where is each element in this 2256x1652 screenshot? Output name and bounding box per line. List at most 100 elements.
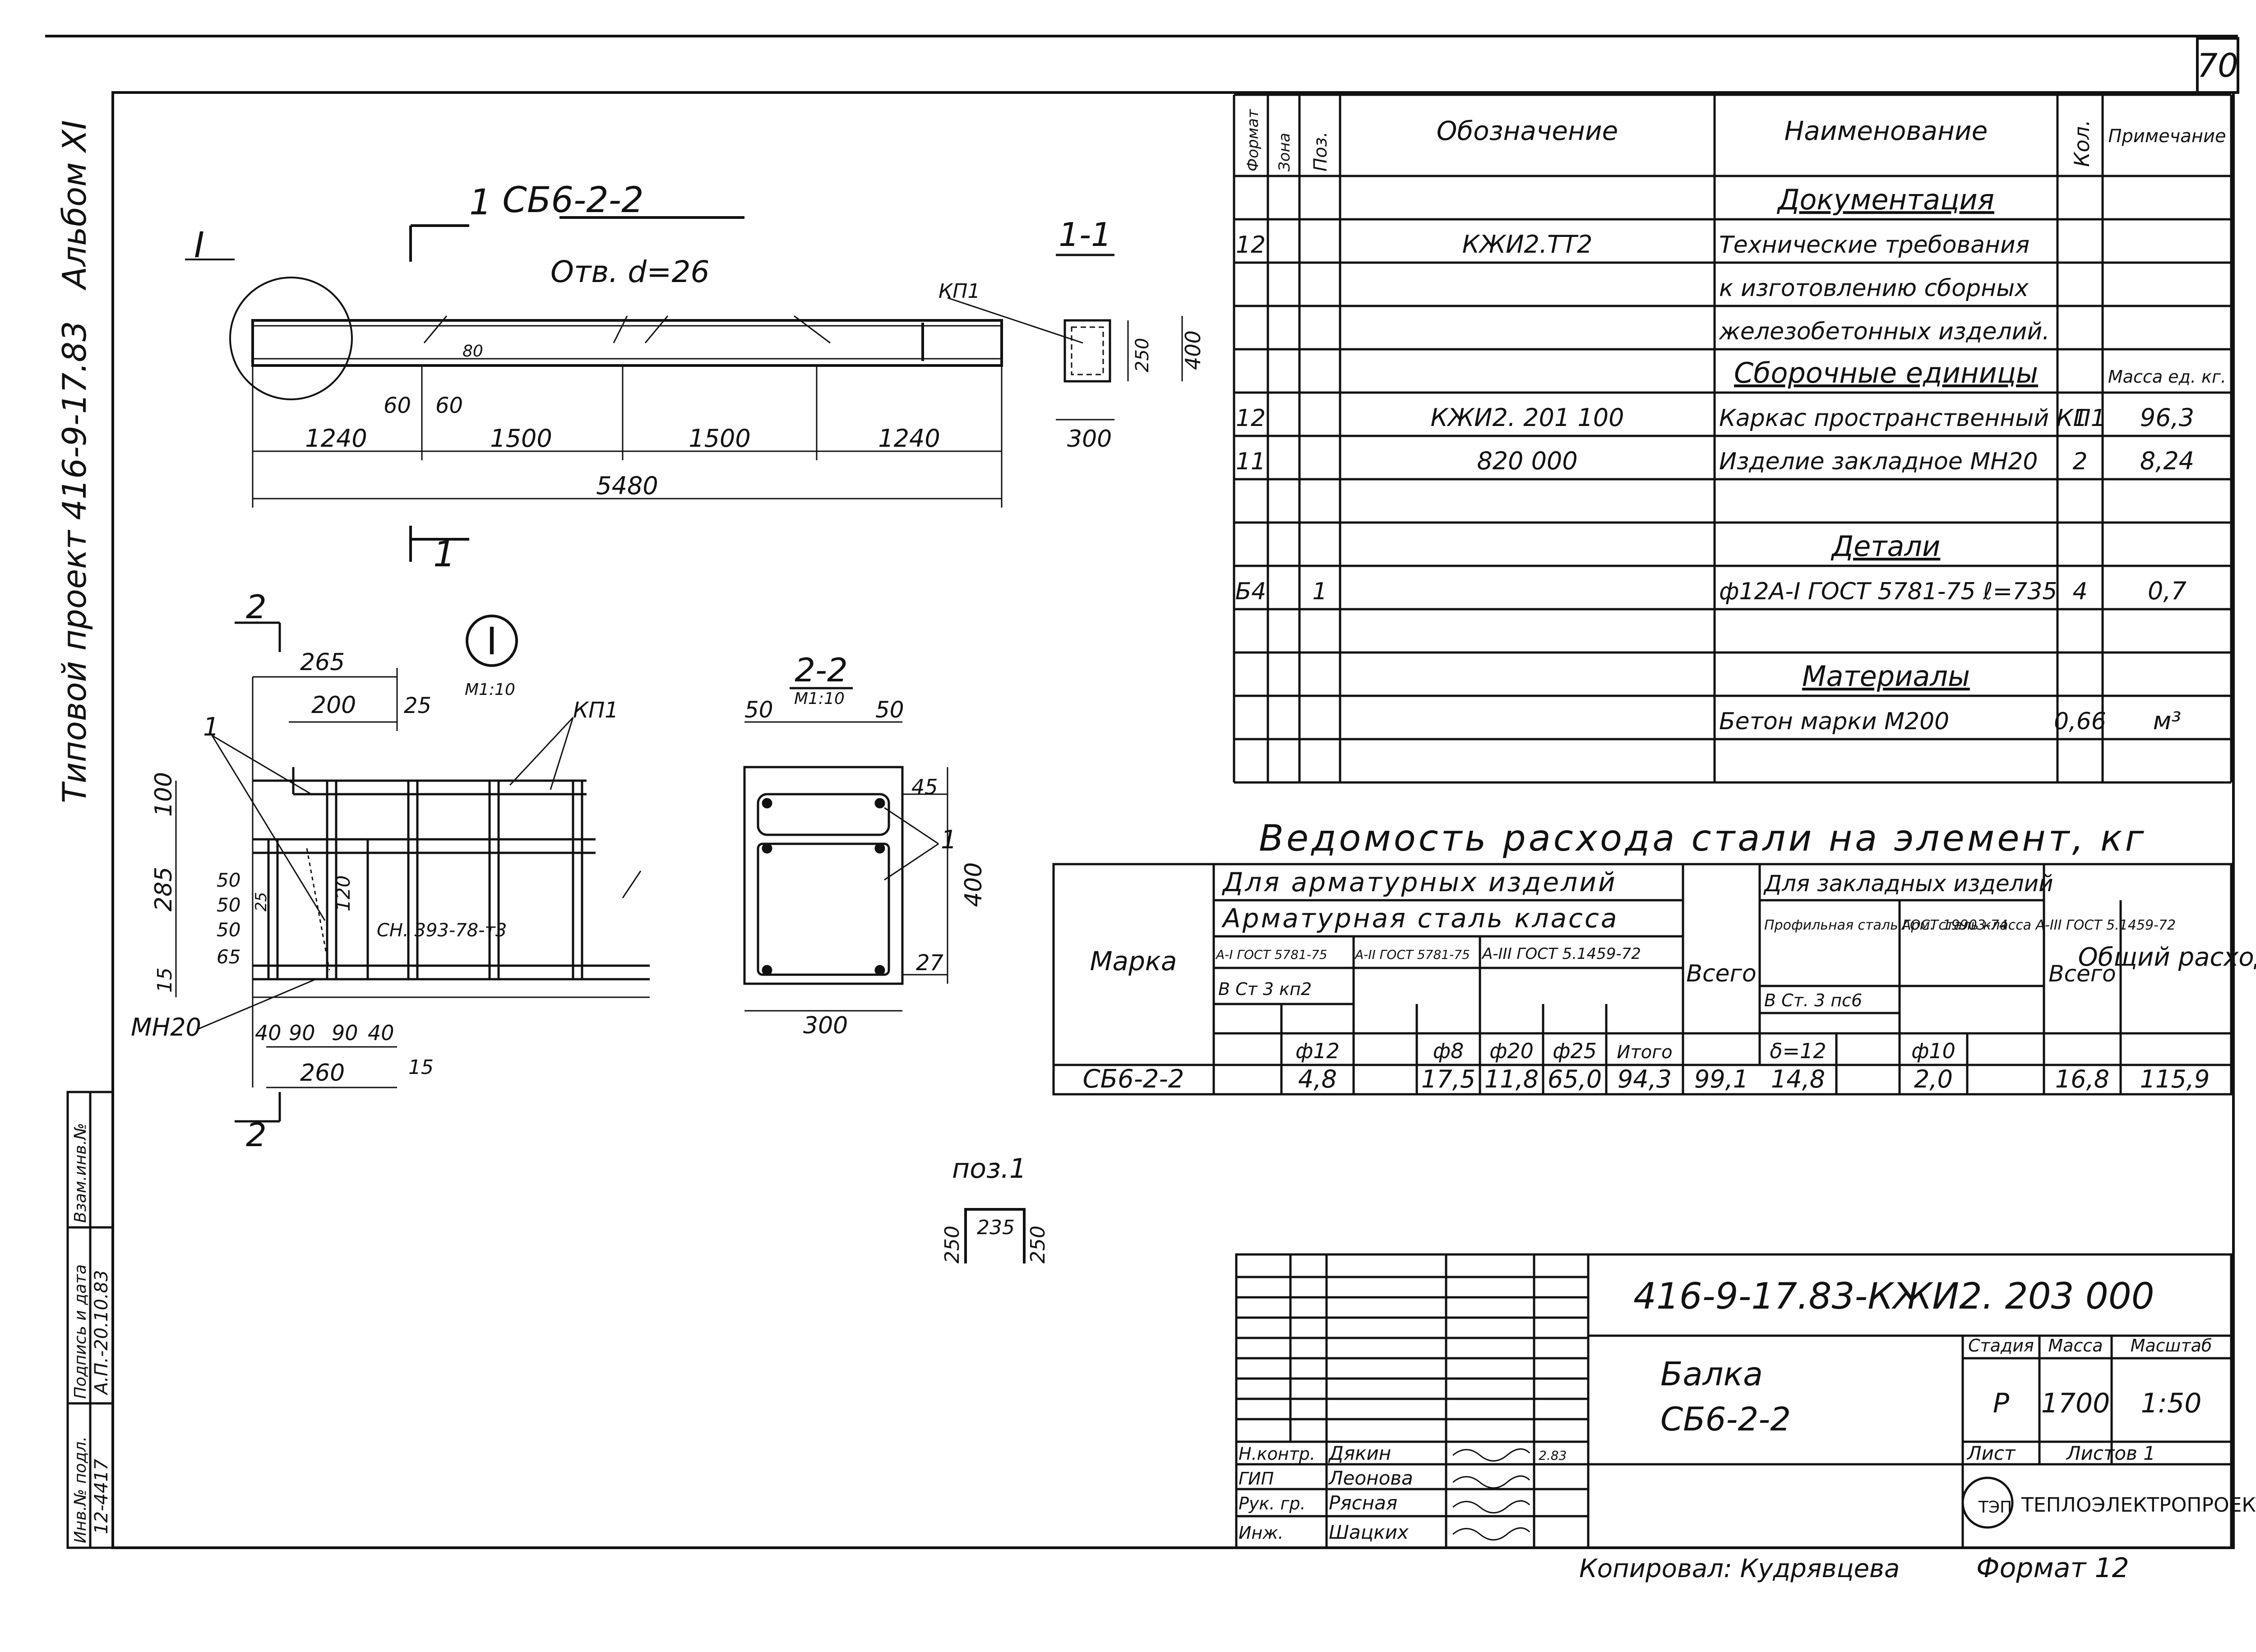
spec-name-0: Документация: [1776, 183, 1994, 216]
dim-1240-b: 1240: [878, 424, 940, 453]
dim-265: 265: [300, 649, 345, 676]
steel-d8: ф8: [1433, 1039, 1464, 1063]
steel-row-a3-20: 11,8: [1484, 1065, 1539, 1093]
spec-code-5: КЖИ2. 201 100: [1431, 403, 1624, 432]
steel-d10: ф10: [1911, 1039, 1956, 1063]
dim-5480: 5480: [596, 472, 658, 500]
pos1-dim-250-b: 250: [1026, 1226, 1049, 1263]
spec-name-4: Сборочные единицы: [1734, 356, 2038, 389]
spec-note-9: 0,7: [2148, 577, 2187, 605]
sec22-dim-45: 45: [911, 775, 938, 799]
spec-qty-5: 1: [2072, 405, 2087, 432]
steel-s12: δ=12: [1770, 1039, 1826, 1063]
steel-total1-h: Всего: [1686, 960, 1756, 987]
dim-65: 65: [217, 946, 240, 968]
mass-value: 1700: [2041, 1388, 2110, 1419]
dim-285: 285: [150, 867, 177, 912]
dim-15-left: 15: [153, 967, 176, 993]
steel-row-a3-8: 17,5: [1421, 1065, 1475, 1093]
spec-name-12: Бетон марки М200: [1719, 708, 1949, 735]
scale-h: Масштаб: [2131, 1336, 2212, 1356]
spec-qty-9: 4: [2072, 578, 2087, 605]
main-frame: [111, 91, 2235, 1549]
steel-d25: ф25: [1553, 1039, 1597, 1063]
person-name-0: Дякин: [1328, 1442, 1391, 1464]
spec-note-12: м³: [2153, 707, 2181, 735]
beam-elevation: СБ6-2-2: [185, 180, 1083, 575]
spec-name-9: ф12А-I ГОСТ 5781-75 ℓ=735: [1719, 578, 2057, 605]
org-logo-mark: ТЭП: [1978, 1498, 2012, 1517]
spec-h-qty: Кол.: [2070, 120, 2094, 167]
person-role-3: Инж.: [1239, 1523, 1284, 1543]
person-name-1: Леонова: [1328, 1467, 1413, 1489]
project-label: Типовой проект 416-9-17.83: [55, 321, 93, 803]
dim-50-a: 50: [217, 869, 240, 891]
sheets-h: Листов 1: [2066, 1442, 2155, 1464]
person-date-0: 2.83: [1539, 1448, 1567, 1463]
steel-row-a3-25: 65,0: [1548, 1065, 1602, 1093]
steel-vst: В Ст 3 кп2: [1218, 979, 1312, 999]
sec11-dim-250: 250: [1132, 338, 1153, 372]
spec-note-4: Масса ед. кг.: [2108, 367, 2226, 387]
spec-h-zone: Зона: [1276, 133, 1294, 171]
copied-by: Копировал: Кудрявцева: [1579, 1554, 1900, 1583]
spec-h-name: Наименование: [1784, 116, 1988, 146]
steel-row-total: 99,1: [1694, 1065, 1748, 1093]
steel-row-a1-12: 4,8: [1298, 1065, 1337, 1093]
holes-note: Отв. d=26: [550, 255, 709, 289]
sec22-dim-50-b: 50: [875, 697, 904, 723]
steel-title: Ведомость расхода стали на элемент, кг: [1259, 817, 2147, 859]
spec-name-8: Детали: [1831, 530, 1941, 563]
pos1-title: поз.1: [952, 1153, 1026, 1185]
sec22-dim-50-a: 50: [744, 697, 773, 723]
steel-std-a1: А-I ГОСТ 5781-75: [1215, 947, 1327, 962]
sec22-dim-300: 300: [803, 1012, 848, 1039]
section-2-2: 2-2 М1:10 50 50 45 1 400 27 300: [743, 651, 987, 1039]
dim-1500-b: 1500: [689, 424, 750, 453]
kp1-label: КП1: [938, 280, 980, 303]
steel-row-mark: СБ6-2-2: [1083, 1064, 1184, 1094]
person-role-0: Н.контр.: [1239, 1444, 1315, 1464]
pos1-dim-235: 235: [977, 1216, 1015, 1239]
spec-fmt-1: 12: [1236, 231, 1266, 259]
strip-value-1: А.П.-20.10.83: [91, 1270, 112, 1396]
steel-row-arm10: 2,0: [1914, 1065, 1953, 1093]
stage-h: Стадия: [1968, 1336, 2034, 1356]
album-label: Альбом XI: [55, 120, 93, 291]
sec22-dim-27: 27: [916, 950, 944, 976]
dim-200: 200: [311, 692, 356, 719]
sheet-h: Лист: [1966, 1442, 2016, 1464]
steel-arm-class2: Арм. сталь класса А-III ГОСТ 5.1459-72: [1901, 917, 2176, 933]
spec-note-6: 8,24: [2140, 447, 2194, 475]
spec-qty-6: 2: [2072, 448, 2087, 475]
dim-120: 120: [332, 875, 354, 912]
strip-value-0: 12-4417: [91, 1458, 112, 1534]
dim-1240-a: 1240: [305, 424, 367, 453]
sheet-number-box: [2196, 37, 2239, 94]
person-role-1: ГИП: [1239, 1469, 1274, 1489]
dim-260: 260: [300, 1060, 345, 1087]
dim-80: 80: [462, 342, 483, 361]
spec-name-11: Материалы: [1802, 660, 1970, 693]
spec-h-pos: Поз.: [1310, 131, 1331, 171]
org-name: ТЕПЛОЭЛЕКТРОПРОЕКТ: [2021, 1494, 2256, 1517]
section-mark-1-top: 1: [469, 182, 492, 223]
spec-h-code: Обозначение: [1437, 116, 1618, 146]
dim-50-b: 50: [217, 894, 240, 916]
pos1-dim-250-a: 250: [941, 1226, 964, 1263]
strip-label-2: Взам.инв.№: [71, 1123, 90, 1223]
steel-vst2: В Ст. 3 пс6: [1764, 990, 1862, 1010]
steel-d20: ф20: [1489, 1039, 1534, 1063]
stage-value: Р: [1993, 1388, 2010, 1419]
steel-row-itogo: 94,3: [1618, 1065, 1672, 1093]
dim-60-b: 60: [435, 393, 463, 418]
spec-code-1: КЖИ2.ТТ2: [1462, 230, 1593, 259]
sec11-dim-400: 400: [1181, 330, 1205, 370]
title-block: 416-9-17.83-КЖИ2. 203 000 Балка СБ6-2-2 …: [1235, 1253, 2256, 1549]
steel-d12: ф12: [1295, 1039, 1340, 1063]
detail-I: I М1:10 2 2 КП1 1 СН. 393-78-т3 МН20: [131, 588, 650, 1154]
steel-row-prof: 14,8: [1771, 1065, 1825, 1093]
person-role-2: Рук. гр.: [1239, 1494, 1306, 1513]
steel-row-total-embed: 16,8: [2055, 1065, 2109, 1093]
